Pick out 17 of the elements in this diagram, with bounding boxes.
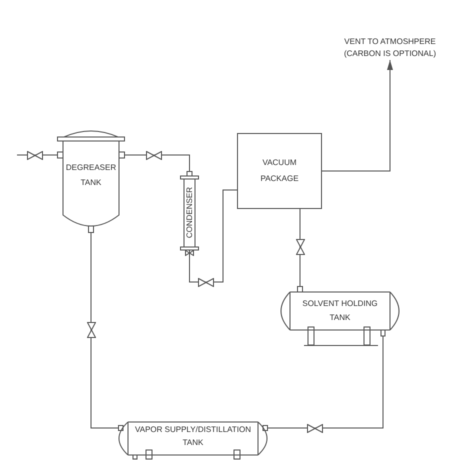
pipe-line	[90, 232, 118, 428]
pipe-line	[268, 346, 384, 428]
tank-label: DEGREASER TANK	[64, 162, 118, 189]
vent-note: VENT TO ATMOSHPERE (CARBON IS OPTIONAL)	[340, 36, 440, 60]
tank-label: SOLVENT HOLDING TANK	[301, 298, 379, 324]
pipe-line	[16, 154, 58, 156]
equipment-box	[237, 133, 322, 209]
pipe-line	[189, 190, 238, 282]
condenser-column	[180, 171, 199, 257]
equipment-label: VACUUM PACKAGE	[259, 157, 300, 185]
tank-label: VAPOR SUPPLY/DISTILLATION TANK	[134, 424, 252, 449]
condenser-label: CONDENSER	[184, 187, 194, 239]
arrow	[322, 60, 393, 172]
vertical-tank	[57, 131, 125, 233]
horizontal-tank	[281, 286, 399, 346]
pipe-line	[124, 154, 190, 172]
horizontal-tank	[118, 421, 268, 459]
